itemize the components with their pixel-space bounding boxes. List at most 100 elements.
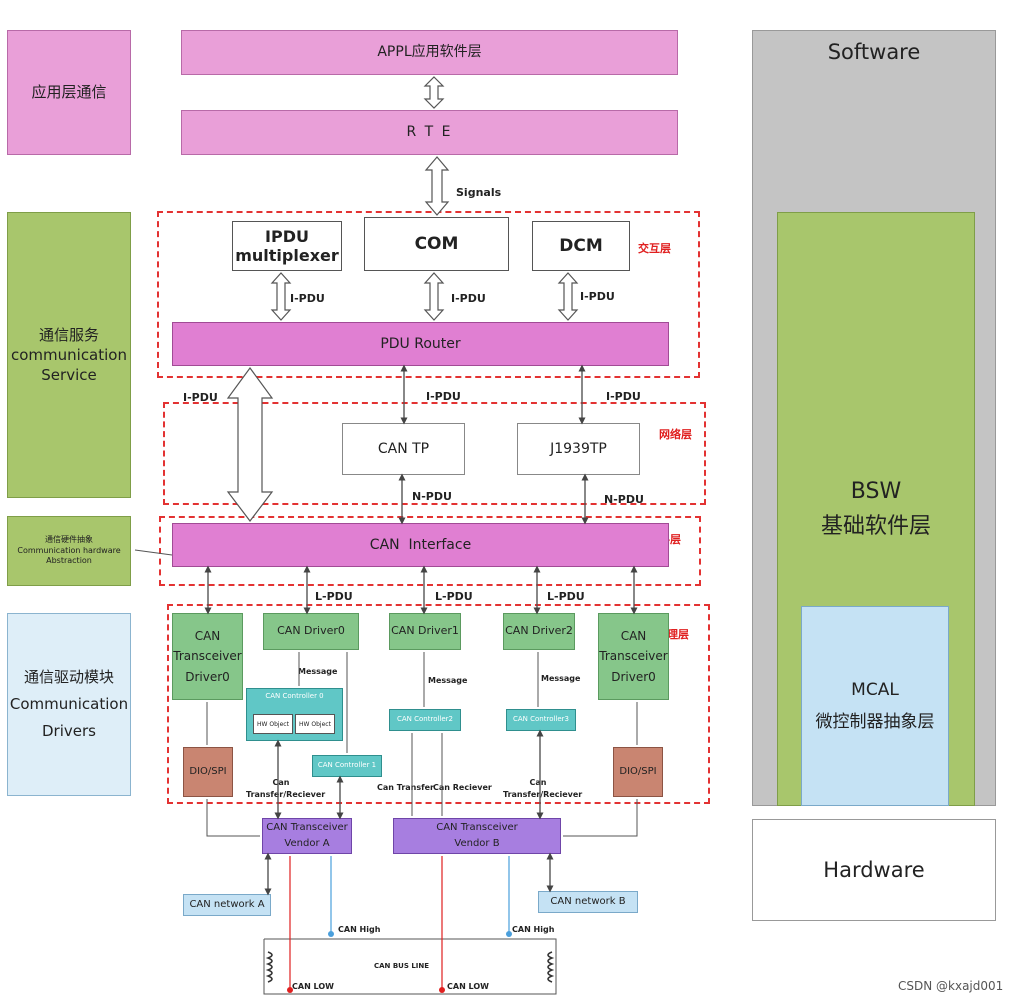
- comm-drivers-line2: Communication: [9, 695, 129, 713]
- hardware-label: Hardware: [823, 857, 925, 882]
- can-controller2-box: CAN Controller2: [389, 709, 461, 731]
- can-transceiver-vendor-b: CAN Transceiver Vendor B: [393, 818, 561, 854]
- comm-hw-abs-line3: Abstraction: [46, 556, 92, 566]
- npdu-label-1: N-PDU: [412, 490, 452, 503]
- can-low-label-2: CAN LOW: [447, 982, 489, 991]
- can-controller0-box: CAN Controller 0 HW Object HW Object: [246, 688, 343, 741]
- can-controller1-box: CAN Controller 1: [312, 755, 382, 777]
- can-controller0-label: CAN Controller 0: [265, 692, 324, 700]
- dio-spi-right-label: DIO/SPI: [619, 766, 657, 778]
- com-box: COM: [364, 217, 509, 271]
- dcm-label: DCM: [559, 235, 603, 256]
- message-label-3: Message: [541, 674, 581, 683]
- ipdu-label-4: I-PDU: [183, 391, 218, 404]
- can-network-b-box: CAN network B: [538, 891, 638, 913]
- can-bus-line: [263, 938, 557, 995]
- ipdu-label-5: I-PDU: [426, 390, 461, 403]
- can-driver2-label: CAN Driver2: [505, 624, 573, 638]
- can-driver0-box: CAN Driver0: [263, 613, 359, 650]
- watermark: CSDN @kxajd001: [898, 979, 1004, 993]
- transceiver-a-line2: Vendor A: [284, 838, 330, 849]
- com-label: COM: [414, 233, 459, 254]
- ctd-left-line2: Transceiver: [173, 649, 242, 664]
- double-arrow-dcm-router: [557, 272, 579, 321]
- bus-coil-left: [265, 951, 273, 983]
- transceiver-b-line2: Vendor B: [454, 838, 500, 849]
- comm-hw-abstraction-box: 通信硬件抽象 Communication hardware Abstractio…: [7, 516, 131, 586]
- dcm-box: DCM: [532, 221, 630, 271]
- bsw-label: BSW: [850, 479, 902, 504]
- bsw-label-group: BSW 基础软件层: [777, 474, 975, 544]
- hw-object-1: HW Object: [253, 714, 293, 734]
- can-driver1-label: CAN Driver1: [391, 624, 459, 638]
- ctd-right-line3: Driver0: [611, 669, 656, 684]
- can-transfer-label: Can Transfer: [377, 783, 434, 792]
- rte-label: R T E: [406, 124, 453, 141]
- data-link-layer-region: [159, 516, 701, 586]
- hw-object-2: HW Object: [295, 714, 335, 734]
- dio-spi-left: DIO/SPI: [183, 747, 233, 797]
- ctd-right-line2: Transceiver: [599, 649, 668, 664]
- physical-layer-region: [167, 604, 710, 804]
- ctr-left-line2: Transfer/Reciever: [246, 790, 326, 799]
- software-label: Software: [827, 40, 921, 64]
- can-transceiver-driver-left: CAN Transceiver Driver0: [172, 613, 243, 700]
- can-transceiver-vendor-a: CAN Transceiver Vendor A: [262, 818, 352, 854]
- can-network-b-label: CAN network B: [550, 896, 626, 908]
- double-arrow-appl-rte: [423, 76, 445, 109]
- transceiver-b-line1: CAN Transceiver: [436, 822, 518, 833]
- network-layer-region: [163, 402, 706, 505]
- dio-spi-left-label: DIO/SPI: [189, 766, 227, 778]
- ctd-left-line1: CAN: [194, 628, 221, 643]
- can-bus-line-label: CAN BUS LINE: [374, 962, 430, 970]
- can-driver0-label: CAN Driver0: [277, 624, 345, 638]
- bus-coil-right: [547, 951, 555, 983]
- comm-hw-abs-line1: 通信硬件抽象: [45, 534, 93, 544]
- ipdu-label-2: I-PDU: [451, 292, 486, 305]
- ipdu-label-3: I-PDU: [580, 290, 615, 303]
- can-high-label-2: CAN High: [512, 925, 555, 934]
- hardware-box: Hardware: [752, 819, 996, 921]
- message-label-1: Message: [298, 667, 338, 676]
- double-arrow-rte-com: [424, 156, 450, 216]
- ipdu-multiplexer-box: IPDU multiplexer: [232, 221, 342, 271]
- npdu-label-2: N-PDU: [604, 493, 644, 506]
- pdu-router-label: PDU Router: [380, 335, 461, 352]
- comm-hw-abs-line2: Communication hardware: [17, 545, 121, 555]
- can-tp-box: CAN TP: [342, 423, 465, 475]
- communication-drivers-box: 通信驱动模块 Communication Drivers: [7, 613, 131, 796]
- bsw-label-cn: 基础软件层: [820, 514, 931, 540]
- interaction-layer-region: [157, 211, 700, 378]
- double-arrow-com-router: [423, 272, 445, 321]
- signals-label: Signals: [456, 186, 502, 199]
- can-network-a-box: CAN network A: [183, 894, 271, 916]
- lpdu-label-3: L-PDU: [547, 590, 585, 603]
- can-tp-label: CAN TP: [377, 440, 430, 457]
- mcal-box: MCAL 微控制器抽象层: [801, 606, 949, 806]
- j1939tp-box: J1939TP: [517, 423, 640, 475]
- pdu-router-box: PDU Router: [172, 322, 669, 366]
- can-interface-label: CAN Interface: [369, 536, 472, 553]
- can-controller3-label: CAN Controller3: [512, 715, 570, 724]
- can-network-a-label: CAN network A: [189, 899, 265, 911]
- dio-spi-right: DIO/SPI: [613, 747, 663, 797]
- can-reciever-label: Can Reciever: [433, 783, 492, 792]
- rte-box: R T E: [181, 110, 678, 155]
- appl-label: APPL应用软件层: [377, 44, 482, 61]
- can-low-label-1: CAN LOW: [292, 982, 334, 991]
- comm-service-line2: communication: [10, 345, 127, 364]
- transceiver-a-line1: CAN Transceiver: [266, 822, 348, 833]
- ipdu-label-1: I-PDU: [290, 292, 325, 305]
- can-driver1-box: CAN Driver1: [389, 613, 461, 650]
- double-arrow-ipdumux-router: [270, 272, 292, 321]
- can-high-label-1: CAN High: [338, 925, 381, 934]
- ipdu-mux-line1: IPDU: [265, 226, 309, 246]
- message-label-2: Message: [428, 676, 468, 685]
- big-double-arrow-router-interface: [226, 366, 274, 522]
- mcal-label-cn: 微控制器抽象层: [815, 712, 935, 732]
- can-transceiver-driver-right: CAN Transceiver Driver0: [598, 613, 669, 700]
- can-interface-box: CAN Interface: [172, 523, 669, 567]
- comm-service-line1: 通信服务: [38, 325, 99, 344]
- app-communication-label: 应用层通信: [31, 83, 107, 102]
